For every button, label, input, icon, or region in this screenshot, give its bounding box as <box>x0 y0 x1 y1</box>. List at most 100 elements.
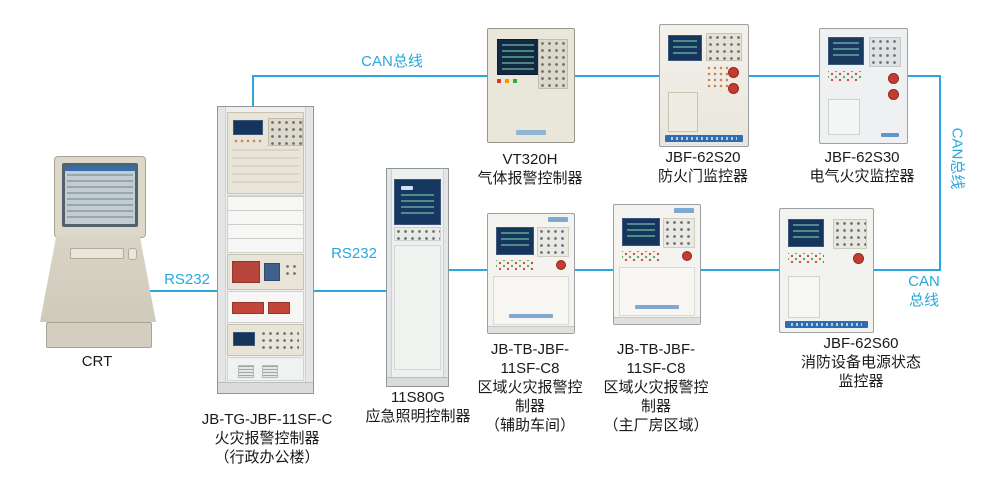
label-line: JBF-62S30 <box>824 149 900 166</box>
fire-door-keypad <box>706 33 742 61</box>
label-line: CRT <box>81 353 113 370</box>
zone-aux-door <box>493 276 569 325</box>
lighting-screen-logo <box>401 186 413 190</box>
label-line: 制器 <box>640 398 672 415</box>
device-label-main-controller: JB-TG-JBF-11SF-C 火灾报警控制器 （行政办公楼） <box>202 410 333 467</box>
cabinet-keypad <box>268 118 303 146</box>
cabinet-small-display <box>233 332 255 346</box>
cabinet-blue-module <box>264 263 280 281</box>
zone-aux-logo <box>548 217 568 222</box>
lighting-base <box>387 377 448 386</box>
label-line: 火灾报警控制器 <box>214 430 320 447</box>
power-status-monitor <box>779 208 874 333</box>
zone-main-lcd-text <box>627 223 655 241</box>
cabinet-key-panel <box>227 324 304 356</box>
label-line: （行政办公楼） <box>214 449 320 466</box>
label-line: JB-TB-JBF- <box>490 341 570 358</box>
zone-aux-keypad <box>537 227 569 257</box>
electrical-fire-red-button-2 <box>888 89 899 100</box>
power-status-lcd <box>788 219 824 247</box>
crt-screen-titlebar <box>65 166 135 171</box>
cabinet-base <box>218 382 313 393</box>
gas-alarm-leds <box>497 79 521 83</box>
device-label-zone-controller-main: JB-TB-JBF- 11SF-C8 区域火灾报警控 制器 （主厂房区域） <box>603 340 708 435</box>
device-label-emergency-lighting: 11S80G 应急照明控制器 <box>365 388 470 426</box>
cabinet-key-grid <box>260 330 299 350</box>
crt-keyboard <box>70 248 124 259</box>
zone-main-door-label <box>635 305 679 309</box>
lighting-screen-text <box>401 194 434 218</box>
electrical-fire-monitor <box>819 28 908 144</box>
gas-alarm-logo <box>516 130 546 135</box>
fire-door-red-button-1 <box>728 67 739 78</box>
connection-label-rs232-crt: RS232 <box>164 271 210 288</box>
zone-aux-red-button <box>556 260 566 270</box>
gas-alarm-controller <box>487 28 575 143</box>
zone-aux-base <box>488 326 574 333</box>
cabinet-vent-left <box>238 365 254 378</box>
crt-base <box>46 322 152 348</box>
zone-main-red-button <box>682 251 692 261</box>
lighting-screen <box>394 179 441 225</box>
label-line: （辅助车间） <box>484 417 576 434</box>
gas-alarm-keypad <box>538 39 568 89</box>
power-status-red-button <box>853 253 864 264</box>
label-line: 11SF-C8 <box>626 360 686 377</box>
label-line: VT320H <box>502 151 558 168</box>
power-status-keypad <box>833 219 867 249</box>
power-status-hatch <box>788 276 820 318</box>
cabinet-vent-right <box>262 365 278 378</box>
label-line: 11S80G <box>391 389 445 406</box>
label-line: （主厂房区域） <box>603 417 709 434</box>
fire-door-monitor <box>659 24 749 147</box>
cabinet-relay-row <box>227 291 304 323</box>
crt-mouse <box>128 248 137 260</box>
gas-alarm-lcd <box>497 39 539 75</box>
cabinet-red-strip-a <box>232 302 264 314</box>
label-line: 消防设备电源状态 <box>800 354 922 371</box>
label-line: 制器 <box>514 398 546 415</box>
label-line: 区域火灾报警控 <box>477 379 583 396</box>
label-line: 防火门监控器 <box>657 168 749 185</box>
electrical-fire-indicators <box>828 71 862 81</box>
electrical-fire-keypad <box>869 37 901 67</box>
label-line: JBF-62S60 <box>823 335 899 352</box>
label-line: 区域火灾报警控 <box>603 379 709 396</box>
fire-door-lcd <box>668 35 702 61</box>
device-label-gas-alarm: VT320H 气体报警控制器 <box>477 150 582 188</box>
cabinet-small-keys <box>284 263 300 279</box>
emergency-lighting-cabinet <box>386 168 449 387</box>
zone-aux-lcd <box>496 227 534 255</box>
device-label-power-status-monitor: JBF-62S60 消防设备电源状态 监控器 <box>801 334 921 391</box>
connection-label-can-right-line1: CAN <box>908 273 940 290</box>
label-line: JB-TG-JBF-11SF-C <box>201 411 333 428</box>
zone-main-logo <box>674 208 694 213</box>
label-line: 11SF-C8 <box>500 360 560 377</box>
label-line: 电气火灾监控器 <box>809 168 915 185</box>
zone-main-lcd <box>622 218 660 246</box>
device-label-electrical-fire-monitor: JBF-62S30 电气火灾监控器 <box>809 148 914 186</box>
electrical-fire-logo <box>881 133 899 137</box>
electrical-fire-hatch <box>828 99 860 135</box>
zone-controller-main <box>613 204 701 325</box>
zone-main-base <box>614 317 700 324</box>
gas-alarm-lcd-text <box>502 44 534 70</box>
connection-label-rs232-lighting: RS232 <box>331 245 377 262</box>
electrical-fire-red-button-1 <box>888 73 899 84</box>
label-line: JB-TB-JBF- <box>616 341 696 358</box>
fire-door-red-button-2 <box>728 83 739 94</box>
zone-aux-indicators <box>496 260 534 270</box>
cabinet-red-module <box>232 261 260 283</box>
cabinet-red-strip-b <box>268 302 290 314</box>
cabinet-lower-blank-panel <box>227 357 304 381</box>
lighting-right-rail <box>443 169 448 386</box>
zone-main-door <box>619 267 695 316</box>
main-fire-alarm-cabinet <box>217 106 314 394</box>
device-label-crt: CRT <box>82 352 113 371</box>
label-line: 气体报警控制器 <box>477 170 583 187</box>
crt-workstation <box>38 156 158 348</box>
cabinet-control-panel <box>227 112 304 194</box>
cabinet-right-rail <box>305 107 313 393</box>
